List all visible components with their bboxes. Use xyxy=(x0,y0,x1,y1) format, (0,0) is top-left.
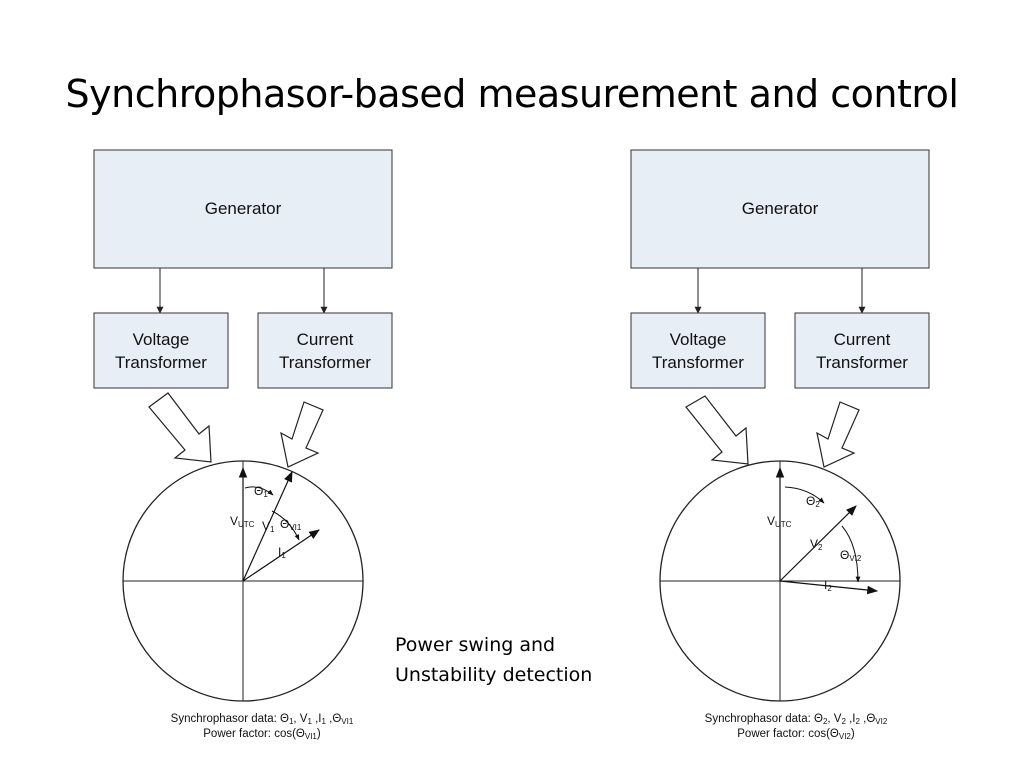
right-vt-label-line1: Voltage xyxy=(670,330,727,349)
right-theta2-label: Θ2 xyxy=(806,494,820,509)
left-synchrophasor-caption: Synchrophasor data: Θ1, V1 ,I1 ,ΘVI1 xyxy=(171,713,354,726)
left-v1-label: V1 xyxy=(262,519,275,534)
left-ct-block-arrow xyxy=(280,401,324,468)
left-theta-vi1-arc xyxy=(271,510,300,541)
right-ct-block-arrow xyxy=(816,401,860,468)
right-v2-vector xyxy=(779,505,857,582)
left-diagram: Generator Voltage Transformer Current Tr… xyxy=(93,149,393,741)
right-i2-label: I2 xyxy=(824,578,832,593)
left-ct-label-line2: Transformer xyxy=(279,353,371,372)
left-ct-label-line1: Current xyxy=(297,330,354,349)
left-v1-vector xyxy=(242,471,293,582)
left-phasor-circle xyxy=(122,460,364,702)
left-theta1-arc xyxy=(244,486,274,496)
left-i1-vector xyxy=(242,529,320,582)
left-vt-label-line2: Transformer xyxy=(115,353,207,372)
note-line-2: Unstability detection xyxy=(395,664,593,686)
left-current-transformer-box: Current Transformer xyxy=(257,312,393,389)
right-ct-label-line2: Transformer xyxy=(816,353,908,372)
power-swing-note: Power swing and Unstability detection xyxy=(395,630,592,690)
right-v2-label: V2 xyxy=(810,537,823,552)
right-vutc-label: VUTC xyxy=(767,514,792,529)
left-theta1-label: Θ1 xyxy=(254,484,268,499)
right-power-factor-caption: Power factor: cos(ΘVI2) xyxy=(737,728,855,741)
right-theta-vi2-arc xyxy=(841,525,861,583)
right-voltage-transformer-box: Voltage Transformer xyxy=(630,312,766,389)
right-theta-vi2-label: ΘVI2 xyxy=(840,548,862,563)
left-generator-box: Generator xyxy=(93,149,393,269)
right-vt-block-arrow xyxy=(685,395,749,465)
right-diagram: Generator Voltage Transformer Current Tr… xyxy=(630,149,930,741)
left-vt-block-arrow xyxy=(148,392,212,463)
left-theta-vi1-label: ΘVI1 xyxy=(280,517,302,532)
right-ct-label-line1: Current xyxy=(834,330,891,349)
left-voltage-transformer-box: Voltage Transformer xyxy=(93,312,229,389)
right-generator-box: Generator xyxy=(630,149,930,269)
left-power-factor-caption: Power factor: cos(ΘVI1) xyxy=(203,728,321,741)
left-vutc-label: VUTC xyxy=(230,514,255,529)
right-synchrophasor-caption: Synchrophasor data: Θ2, V2 ,I2 ,ΘVI2 xyxy=(705,713,888,726)
right-i2-vector xyxy=(779,580,879,595)
left-i1-label: I1 xyxy=(278,545,286,560)
right-generator-label: Generator xyxy=(742,199,819,218)
slide-title: Synchrophasor-based measurement and cont… xyxy=(65,72,959,116)
left-vt-label-line1: Voltage xyxy=(133,330,190,349)
note-line-1: Power swing and xyxy=(395,634,556,656)
right-current-transformer-box: Current Transformer xyxy=(794,312,930,389)
right-vt-label-line2: Transformer xyxy=(652,353,744,372)
right-phasor-circle xyxy=(659,460,901,702)
right-theta2-arc xyxy=(784,486,825,504)
left-generator-label: Generator xyxy=(205,199,282,218)
